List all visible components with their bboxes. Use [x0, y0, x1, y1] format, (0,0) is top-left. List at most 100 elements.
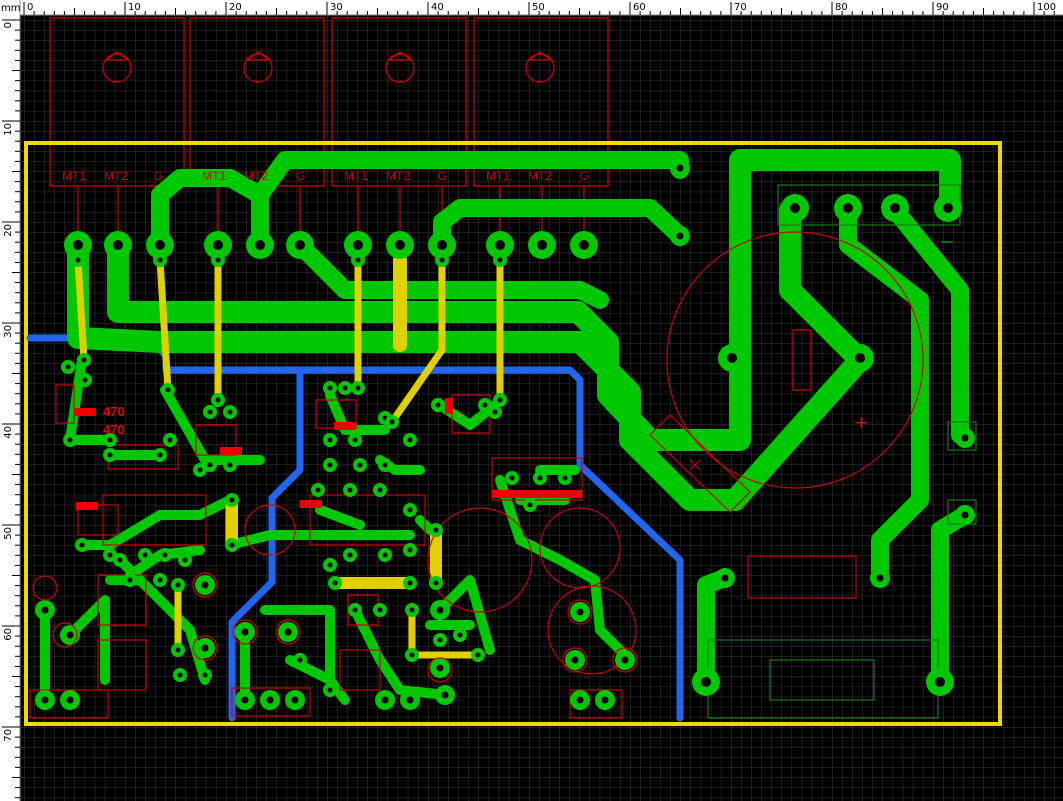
triac-pin-label: MT1 — [486, 169, 510, 183]
pad-hole — [207, 409, 213, 415]
pad-hole — [229, 542, 235, 548]
pad-hole — [41, 696, 49, 704]
pad-hole — [721, 574, 729, 582]
pad-hole — [284, 628, 292, 636]
pad-hole — [621, 656, 629, 664]
x-tick-label: 0 — [27, 2, 33, 13]
pad-hole — [482, 402, 488, 408]
jumper-wires — [74, 253, 504, 659]
pad-hole — [382, 462, 388, 468]
y-tick-label: 50 — [3, 527, 14, 540]
pad-hole — [127, 577, 133, 583]
pad-hole — [843, 203, 853, 213]
pad-hole — [437, 240, 447, 250]
pad-ring — [567, 599, 593, 625]
pad-hole — [347, 552, 353, 558]
pad-hole — [327, 437, 333, 443]
x-tick-label: 80 — [835, 2, 848, 13]
pad-hole — [943, 203, 953, 213]
pad-hole — [352, 437, 358, 443]
pad-hole — [436, 664, 444, 672]
pad-hole — [433, 580, 439, 586]
pad-hole — [576, 696, 584, 704]
pad-hole — [241, 628, 249, 636]
pad-hole — [395, 240, 405, 250]
board-outline — [24, 141, 1002, 726]
pad-hole — [382, 552, 388, 558]
pad-hole — [437, 637, 443, 643]
pad-hole — [407, 580, 413, 586]
pad-hole — [165, 387, 171, 393]
pad-hole — [475, 652, 481, 658]
triac-pin-label: MT2 — [528, 169, 552, 183]
pad-hole — [527, 502, 533, 508]
triac-pin-label: MT2 — [104, 169, 128, 183]
pad-hole — [406, 696, 414, 704]
pad-hole — [295, 240, 305, 250]
triac-mount-hole-4 — [525, 51, 555, 83]
pad-hole — [213, 240, 223, 250]
triac-pin-label: G — [438, 169, 447, 183]
pad-hole — [562, 475, 568, 481]
pad-hole — [75, 257, 81, 263]
pad-hole — [175, 582, 181, 588]
pad-ring — [275, 619, 301, 645]
pad-hole — [492, 409, 498, 415]
pad-hole — [601, 696, 609, 704]
pad-hole — [497, 257, 503, 263]
pad-ring — [232, 619, 258, 645]
large-capacitor-outline — [666, 231, 924, 489]
pad-hole — [142, 552, 148, 558]
pad-hole — [381, 696, 389, 704]
pad-hole — [407, 437, 413, 443]
x-tick-label: 70 — [734, 2, 747, 13]
pad-hole — [676, 164, 684, 172]
pad-hole — [441, 691, 449, 699]
y-tick-label: 60 — [3, 628, 14, 641]
pad-hole — [961, 511, 969, 519]
pad-hole — [65, 364, 71, 370]
y-tick-label: 20 — [3, 224, 14, 237]
pad-hole — [355, 257, 361, 263]
polarity-plus-label: + — [855, 410, 868, 435]
pad-hole — [202, 672, 208, 678]
pad-hole — [497, 397, 503, 403]
pad-hole — [113, 240, 123, 250]
pad-hole — [537, 240, 547, 250]
pad-hole — [855, 353, 865, 363]
pad-hole — [73, 240, 83, 250]
pad-hole — [207, 462, 213, 468]
pad-ring — [612, 647, 638, 673]
x-tick-label: 10 — [128, 2, 141, 13]
pad-hole — [117, 557, 123, 563]
pad-hole — [876, 574, 884, 582]
x-tick-label: 60 — [633, 2, 646, 13]
triac-mount-hole-2 — [243, 51, 273, 83]
pad-hole — [727, 353, 737, 363]
grid — [20, 15, 1063, 801]
pad-hole — [66, 631, 74, 639]
pad-hole — [377, 487, 383, 493]
pad-hole — [175, 647, 181, 653]
pad-hole — [435, 402, 441, 408]
pad-hole — [537, 475, 543, 481]
pad-hole — [155, 240, 165, 250]
pad-hole — [79, 542, 85, 548]
pad-hole — [107, 437, 113, 443]
pad-ring — [427, 657, 453, 683]
pad-hole — [436, 606, 444, 614]
triac-pin-label: MT2 — [244, 169, 268, 183]
triac-mount-hole-1 — [102, 51, 132, 83]
pad-hole — [82, 377, 88, 383]
polarity-minus-label: − — [940, 229, 954, 256]
pad-ring — [32, 575, 58, 601]
pad-hole — [291, 696, 299, 704]
pad-hole — [177, 672, 183, 678]
x-tick-label: 90 — [936, 2, 949, 13]
pad-hole — [576, 608, 584, 616]
